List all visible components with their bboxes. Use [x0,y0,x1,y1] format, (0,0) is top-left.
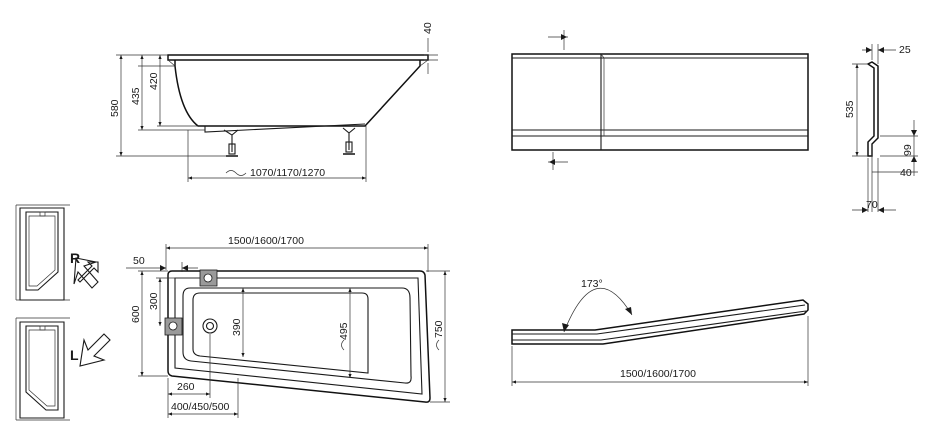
dim-rim-thickness: 40 [422,22,434,34]
tub-thumbnail-left [19,321,65,419]
dim-260: 260 [177,381,195,393]
tub-inner-basin [182,287,412,384]
dim-300: 300 [148,292,160,310]
orientation-left: L [15,317,111,421]
dim-600: 600 [130,305,142,323]
dim-plan-width: 1500/1600/1700 [228,235,304,247]
panel-profile-view: 25 535 99 40 70 [844,44,918,213]
panel-top-view: 173° 1500/1600/1700 [511,278,809,386]
bathtub-rim [167,54,429,61]
dim-750: 750 [433,320,445,338]
front-panel-view [511,30,809,170]
dim-inner-depth: 420 [148,72,160,90]
side-view: 40 580 435 420 1070/1170/1270 [109,22,438,182]
dim-99: 99 [902,144,914,156]
panel-profile [866,61,879,157]
dim-drain-distance: 400/450/500 [171,401,230,413]
dim-390: 390 [231,318,243,336]
dim-50: 50 [133,255,145,267]
overflow-fitting [199,269,218,287]
orientation-label-right: R [70,250,80,266]
plan-view: 1500/1600/1700 50 300 600 390 495 750 26… [126,235,450,418]
dim-panel-top: 25 [899,44,911,56]
dim-panel-70: 70 [866,199,878,211]
dim-495: 495 [338,322,350,340]
orientation-label-left: L [70,347,79,363]
bathtub-body [174,60,421,127]
front-panel [511,53,809,151]
orientation-right: R [15,204,99,301]
dim-tub-length: 1070/1170/1270 [250,167,325,179]
dim-panel-40: 40 [900,167,912,179]
dim-435: 435 [130,87,142,105]
tub-thumbnail-right [19,207,65,301]
panel-top-outline [511,299,809,345]
dim-total-height: 580 [109,99,121,117]
bathtub-leg-right [342,127,356,155]
arrow-right-orientation [77,261,99,283]
drain-hole [202,318,218,334]
dim-panel-width: 1500/1600/1700 [620,368,696,380]
panel-angle: 173° [581,278,603,290]
arrow-left-orientation [79,333,111,367]
side-fitting [164,317,183,336]
tub-outline [167,270,431,403]
bathtub-leg-left [223,129,239,157]
dim-panel-height: 535 [844,100,856,118]
